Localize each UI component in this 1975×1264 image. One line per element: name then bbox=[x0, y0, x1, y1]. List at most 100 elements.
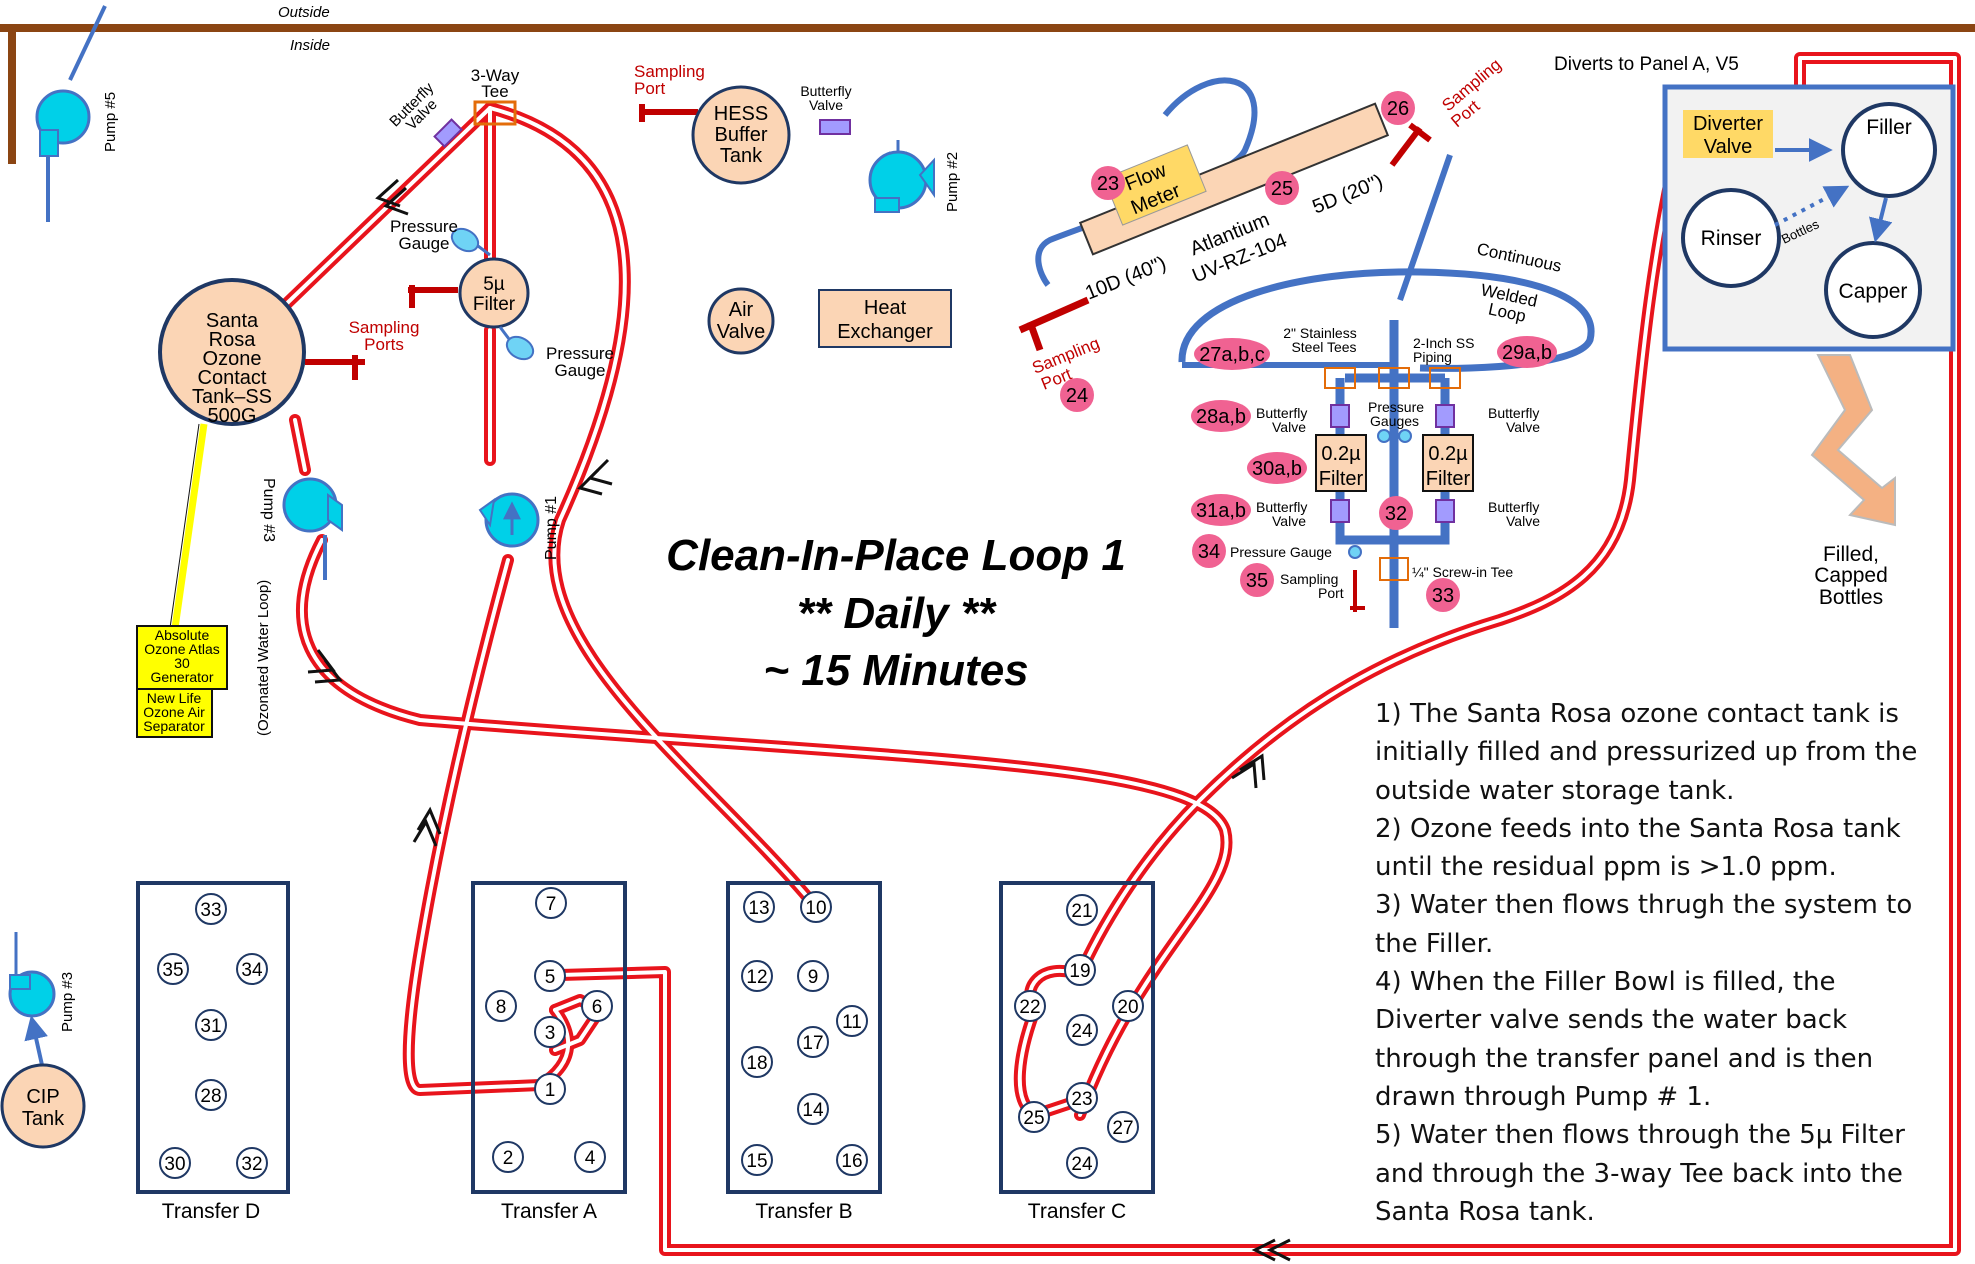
port-a-7[interactable]: 7 bbox=[535, 887, 567, 919]
air-valve[interactable] bbox=[707, 287, 775, 355]
pressure-gauge-1-label: Pressure Gauge bbox=[390, 217, 458, 253]
port-b-14[interactable]: 14 bbox=[797, 1093, 829, 1125]
sampling-port-35[interactable] bbox=[1350, 570, 1365, 612]
five-micron-filter-label: 5µ Filter bbox=[473, 274, 516, 315]
svg-text:Filter: Filter bbox=[1319, 468, 1364, 490]
santa-rosa-tank[interactable] bbox=[158, 278, 306, 426]
air-valve-label: Air Valve bbox=[717, 299, 766, 343]
svg-text:18: 18 bbox=[746, 1053, 767, 1074]
transfer-panel-b-label: Transfer B bbox=[755, 1200, 852, 1223]
port-c-20[interactable]: 20 bbox=[1112, 990, 1144, 1022]
ozone-generator[interactable] bbox=[136, 625, 228, 690]
ss-tees-label: 2" Stainless Steel Tees bbox=[1283, 325, 1356, 355]
port-c-23[interactable]: 23 bbox=[1066, 1082, 1098, 1114]
port-c-27[interactable]: 27 bbox=[1107, 1111, 1139, 1143]
port-d-33[interactable]: 33 bbox=[195, 893, 227, 925]
three-way-tee[interactable] bbox=[473, 100, 517, 126]
capper[interactable] bbox=[1824, 241, 1922, 339]
svg-text:Continuous: Continuous bbox=[1475, 239, 1563, 275]
port-c-24a[interactable]: 24 bbox=[1066, 1014, 1098, 1046]
pump-1[interactable] bbox=[478, 492, 540, 548]
port-b-12[interactable]: 12 bbox=[741, 960, 773, 992]
svg-text:CIP: CIP bbox=[26, 1086, 59, 1108]
rinser[interactable] bbox=[1681, 188, 1781, 288]
port-b-18[interactable]: 18 bbox=[741, 1046, 773, 1078]
transfer-panel-c-label: Transfer C bbox=[1028, 1200, 1126, 1223]
port-c-24b[interactable]: 24 bbox=[1066, 1147, 1098, 1179]
pressure-gauge-1[interactable] bbox=[448, 224, 491, 257]
port-b-11[interactable]: 11 bbox=[836, 1005, 868, 1037]
five-micron-filter[interactable] bbox=[458, 257, 530, 329]
cip-tank[interactable] bbox=[0, 1063, 86, 1149]
svg-text:9: 9 bbox=[808, 967, 819, 988]
port-c-19[interactable]: 19 bbox=[1064, 954, 1096, 986]
port-c-21[interactable]: 21 bbox=[1066, 894, 1098, 926]
svg-text:Butterfly: Butterfly bbox=[800, 83, 851, 99]
filter-02-left[interactable] bbox=[1315, 434, 1367, 492]
svg-text:0.2µ: 0.2µ bbox=[1321, 443, 1361, 465]
port-b-15[interactable]: 15 bbox=[741, 1144, 773, 1176]
port-d-28[interactable]: 28 bbox=[195, 1079, 227, 1111]
sampling-port-hess[interactable] bbox=[639, 104, 698, 122]
svg-text:New Life: New Life bbox=[147, 690, 202, 706]
port-a-5[interactable]: 5 bbox=[534, 960, 566, 992]
port-c-25[interactable]: 25 bbox=[1018, 1101, 1050, 1133]
pump-3-label: Pump #3 bbox=[260, 478, 277, 542]
flow-meter[interactable] bbox=[1103, 144, 1207, 226]
heat-exchanger[interactable] bbox=[818, 289, 952, 348]
manifold-gauges[interactable] bbox=[1348, 429, 1412, 559]
port-d-31[interactable]: 31 bbox=[195, 1009, 227, 1041]
port-a-2[interactable]: 2 bbox=[492, 1141, 524, 1173]
cip-pump-3[interactable] bbox=[8, 932, 56, 1066]
filled-bottles-label: Filled, Capped Bottles bbox=[1814, 543, 1888, 609]
port-d-32[interactable]: 32 bbox=[236, 1147, 268, 1179]
sampling-port-24[interactable] bbox=[1018, 296, 1090, 352]
port-b-16[interactable]: 16 bbox=[836, 1144, 868, 1176]
filter-02-right[interactable] bbox=[1422, 434, 1474, 492]
svg-text:24: 24 bbox=[1066, 385, 1088, 407]
port-b-10[interactable]: 10 bbox=[800, 891, 832, 923]
svg-text:Steel Tees: Steel Tees bbox=[1291, 339, 1356, 355]
port-a-8[interactable]: 8 bbox=[485, 990, 517, 1022]
svg-text:14: 14 bbox=[802, 1100, 824, 1121]
port-d-35[interactable]: 35 bbox=[157, 953, 189, 985]
pump-3[interactable] bbox=[282, 477, 343, 580]
filler[interactable] bbox=[1841, 102, 1937, 198]
butterfly-valve-hess[interactable] bbox=[819, 119, 851, 135]
ozone-generator-label: Absolute Ozone Atlas 30 Generator bbox=[144, 627, 220, 685]
sampling-ports-tank[interactable] bbox=[305, 355, 365, 380]
butterfly-valve-top[interactable] bbox=[433, 118, 463, 148]
manifold-tees[interactable] bbox=[1324, 367, 1461, 581]
port-d-30[interactable]: 30 bbox=[159, 1147, 191, 1179]
ss-piping-label: 2-Inch SS Piping bbox=[1413, 335, 1474, 365]
svg-text:32: 32 bbox=[1385, 503, 1407, 525]
svg-text:16: 16 bbox=[841, 1151, 862, 1172]
pump-5[interactable] bbox=[35, 5, 107, 222]
inside-label: Inside bbox=[290, 37, 330, 54]
port-b-9[interactable]: 9 bbox=[797, 960, 829, 992]
sampling-port-filter[interactable] bbox=[408, 285, 458, 308]
port-b-13[interactable]: 13 bbox=[743, 891, 775, 923]
svg-text:Separator: Separator bbox=[143, 718, 205, 734]
port-a-3[interactable]: 3 bbox=[534, 1016, 566, 1048]
hess-buffer-tank[interactable] bbox=[691, 85, 791, 185]
manifold-valves[interactable] bbox=[1330, 404, 1455, 523]
procedure-notes: 1) The Santa Rosa ozone contact tank is … bbox=[1375, 695, 1935, 1231]
pump-2[interactable] bbox=[868, 140, 935, 213]
svg-text:29a,b: 29a,b bbox=[1502, 342, 1552, 364]
svg-text:Sampling: Sampling bbox=[349, 318, 420, 337]
uv-straight-run[interactable] bbox=[1078, 102, 1390, 256]
port-a-1[interactable]: 1 bbox=[534, 1073, 566, 1105]
sampling-port-26[interactable] bbox=[1389, 122, 1432, 167]
port-a-6[interactable]: 6 bbox=[581, 990, 613, 1022]
port-b-17[interactable]: 17 bbox=[797, 1026, 829, 1058]
svg-text:Pressure: Pressure bbox=[546, 344, 614, 363]
diverter-valve[interactable] bbox=[1683, 110, 1773, 158]
ozone-air-separator[interactable] bbox=[136, 688, 213, 738]
pressure-gauge-2[interactable] bbox=[498, 326, 537, 364]
port-a-4[interactable]: 4 bbox=[574, 1141, 606, 1173]
port-d-34[interactable]: 34 bbox=[236, 953, 268, 985]
svg-text:19: 19 bbox=[1069, 961, 1090, 982]
svg-text:5: 5 bbox=[545, 967, 556, 988]
port-c-22[interactable]: 22 bbox=[1014, 990, 1046, 1022]
